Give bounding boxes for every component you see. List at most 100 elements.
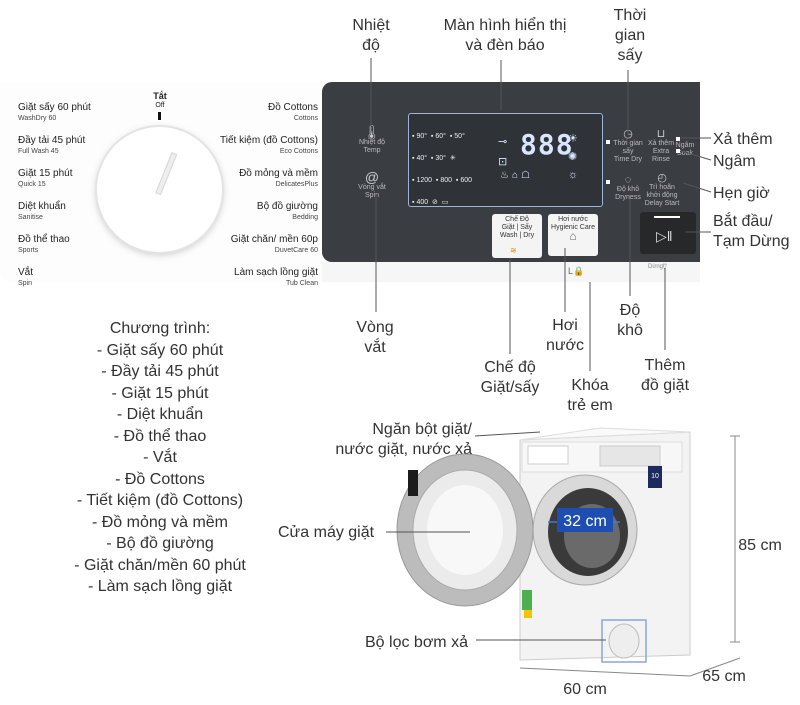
door[interactable] <box>396 453 534 607</box>
list-item: - Giặt chăn/mền 60 phút <box>74 556 246 574</box>
spiral-icon: @ <box>364 169 380 185</box>
soak-label: Ngâm <box>675 142 695 149</box>
steam-button-label: Hơi nước Hygienic Care <box>551 216 595 231</box>
indicator-dot <box>606 180 610 184</box>
thermometer-icon: 🌡 <box>363 124 381 140</box>
delay-start-button[interactable]: ◴ Trì hoãn khởi động Delay Start <box>642 172 682 208</box>
temp-spin-indicators: ▪ 90° ▪ 60° ▪ 50° ▪ 40° ▪ 30° ✳ ▪ 1200 ▪… <box>412 126 494 214</box>
temp-button[interactable]: 🌡 Nhiệt độ Temp <box>352 125 392 155</box>
spin-button[interactable]: @ Vòng vắt Spin <box>352 170 392 200</box>
callout-drain-filter: Bộ lọc bơm xả <box>365 634 468 651</box>
control-panel-strip <box>322 262 700 282</box>
dryness-icon: ◌ <box>624 174 632 186</box>
off-label-vi: Tắt <box>153 91 167 101</box>
indicator-dot <box>676 149 680 153</box>
steam-button[interactable]: Hơi nước Hygienic Care ⌂ <box>548 214 598 256</box>
display-digits: 888 <box>520 128 574 161</box>
callout-delay: Hẹn giờ <box>713 185 770 202</box>
drum-size-label-bg <box>557 508 613 532</box>
temp-button-label: Nhiệt độ <box>358 139 386 146</box>
snowflake-icon: ✳ <box>449 155 456 162</box>
callout-child-lock: Khóa trẻ em <box>567 377 613 414</box>
child-lock-icon: L🔒 <box>568 266 585 276</box>
dry-time-label-en: Time Dry <box>613 156 643 163</box>
delay-start-label: Trì hoãn khởi động <box>646 184 678 199</box>
display-icons-right: ☀ ✺ ☼ <box>568 130 578 184</box>
list-item: - Làm sạch lồng giặt <box>87 578 233 595</box>
dry-time-button[interactable]: ◷ Thời gian sấy Time Dry <box>612 128 644 164</box>
callout-display: Màn hình hiển thị và đèn báo <box>443 17 567 54</box>
callout-mode: Chế độ Giặt/sấy <box>480 359 540 396</box>
callout-soak: Ngâm <box>713 153 756 170</box>
indicator: ▪ 30° <box>430 155 446 162</box>
spin-button-label: Vòng vắt <box>358 184 386 191</box>
callout-spin: Vòng vắt <box>356 319 394 356</box>
indicator: ▪ 600 <box>455 177 473 184</box>
list-item: - Giặt 15 phút <box>111 384 209 402</box>
indicator: ▪ 50° <box>449 133 465 140</box>
rinse-hold-icon: ▭ <box>441 199 449 206</box>
heat-icon: ≋ <box>510 246 517 255</box>
off-label: Tắt Off <box>145 92 175 110</box>
program-list-heading: Chương trình: <box>109 320 211 337</box>
callout-temperature: Nhiệt độ <box>352 17 390 54</box>
dimension-depth: 65 cm <box>702 668 746 685</box>
spin-button-label-en: Spin <box>364 192 379 199</box>
clock-icon: ◴ <box>657 172 667 184</box>
extra-rinse-label: Xả thêm <box>647 140 675 147</box>
dryness-label-en: Dryness <box>615 194 641 201</box>
indicator: ▪ 1200 <box>412 177 433 184</box>
callout-dryness: Độ khô <box>617 302 643 339</box>
dry-time-label: Thời gian sấy <box>613 140 643 155</box>
clock-icon: ◷ <box>623 128 633 140</box>
washing-machine: 10 32 cm <box>396 427 691 663</box>
program-label: Tiết kiệm (đồ Cottons)Eco Cottons <box>220 135 318 155</box>
list-item: - Vắt <box>143 449 177 466</box>
display-panel <box>408 113 603 207</box>
callout-dry-time: Thời gian sấy <box>613 7 647 64</box>
list-item: - Đồ mỏng và mềm <box>91 513 229 531</box>
dimension-height: 85 cm <box>738 537 782 554</box>
indicator-dot <box>676 137 680 141</box>
rinse-icon: ⊔ <box>656 128 666 140</box>
start-indicator-bar <box>654 216 680 218</box>
steam-icon: ⌂ <box>569 229 577 243</box>
wash-dry-mode-button[interactable]: Chế Độ Giặt | Sấy Wash | Dry <box>492 214 542 258</box>
drum <box>548 488 628 576</box>
callout-steam: Hơi nước <box>545 317 585 354</box>
sun-icon: ☼ <box>568 169 579 181</box>
extra-rinse-button[interactable]: ⊔ Xả thêm Extra Rinse <box>645 128 677 164</box>
list-item: - Đồ thể thao <box>113 427 207 445</box>
steam-icon: ♨ <box>500 170 512 181</box>
start-pause-button[interactable]: ▷‖ <box>640 212 696 254</box>
no-spin-icon: ⊘ <box>432 199 438 206</box>
temp-button-label-en: Temp <box>363 147 381 154</box>
drum-size-label: 32 cm <box>563 513 607 530</box>
indicator-dot <box>606 140 610 144</box>
dimension-lines <box>519 435 741 677</box>
extra-rinse-label-en: Extra Rinse <box>652 148 670 163</box>
list-item: - Đồ Cottons <box>115 470 205 488</box>
home-icon: ⌂ <box>511 170 522 181</box>
add-laundry-icon: ⍢ <box>662 262 668 272</box>
play-pause-icon: ▷‖ <box>656 228 673 244</box>
dryness-button[interactable]: ◌ Độ khô Dryness <box>612 174 644 202</box>
key-icon: ⊸ <box>498 136 508 148</box>
tub-icon: ⊡ <box>498 156 508 168</box>
delay-start-label-en: Delay Start <box>644 200 680 207</box>
add-laundry-label: Dừng <box>648 264 664 270</box>
off-marker <box>158 112 161 120</box>
sun-icon: ☀ <box>568 133 578 145</box>
indicator: ▪ 60° <box>430 133 446 140</box>
drain-filter[interactable] <box>608 623 640 659</box>
indicator: ▪ 400 <box>412 199 429 206</box>
display-status-icons: ♨⌂☖ <box>500 170 533 181</box>
